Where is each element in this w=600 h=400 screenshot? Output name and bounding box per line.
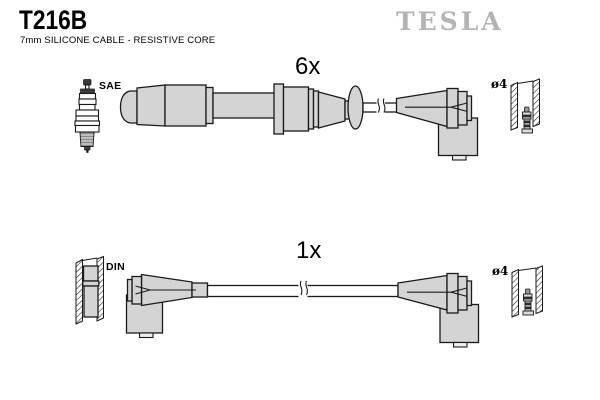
- lower-cable-drawing: [75, 255, 543, 348]
- break-mark: [382, 98, 386, 113]
- cable-segment: [362, 98, 398, 114]
- din-label: DIN: [106, 261, 125, 273]
- seal-collar: [273, 83, 364, 135]
- lower-diameter-label: ø4: [492, 264, 509, 278]
- din-inner-terminal: [82, 265, 100, 318]
- product-subtitle: 7mm SILICONE CABLE - RESISTIVE CORE: [20, 35, 216, 46]
- upper-diameter-label: ø4: [491, 77, 508, 91]
- sae-label: SAE: [99, 80, 122, 92]
- right-elbow-boot: [397, 272, 480, 348]
- spark-plug-icon: [74, 79, 101, 153]
- terminal-pin: [522, 288, 534, 316]
- left-elbow-boot: [125, 273, 209, 339]
- boot-shaft: [212, 92, 276, 119]
- part-number: T216B: [19, 5, 88, 35]
- terminal-pin: [521, 106, 533, 134]
- break-gap: [376, 101, 385, 114]
- break-mark: [299, 280, 303, 296]
- lower-quantity-label: 1x: [296, 237, 322, 264]
- break-mark: [305, 280, 308, 296]
- elbow-boot: [395, 87, 479, 161]
- socket-cross-section-icon: [511, 265, 543, 318]
- coil-cable-drawing: [125, 272, 480, 348]
- socket-cross-section-icon: [510, 78, 540, 134]
- din-connector-cross-section-icon: [75, 255, 104, 325]
- break-mark: [377, 98, 380, 113]
- upper-cable-drawing: [74, 78, 540, 161]
- break-gap: [298, 283, 308, 299]
- upper-quantity-label: 6x: [295, 53, 321, 80]
- cable-segment: [206, 280, 399, 299]
- spark-plug-cable-drawing: [119, 83, 479, 161]
- straight-boot: [119, 84, 214, 127]
- tesla-logo: TESLA: [396, 7, 504, 36]
